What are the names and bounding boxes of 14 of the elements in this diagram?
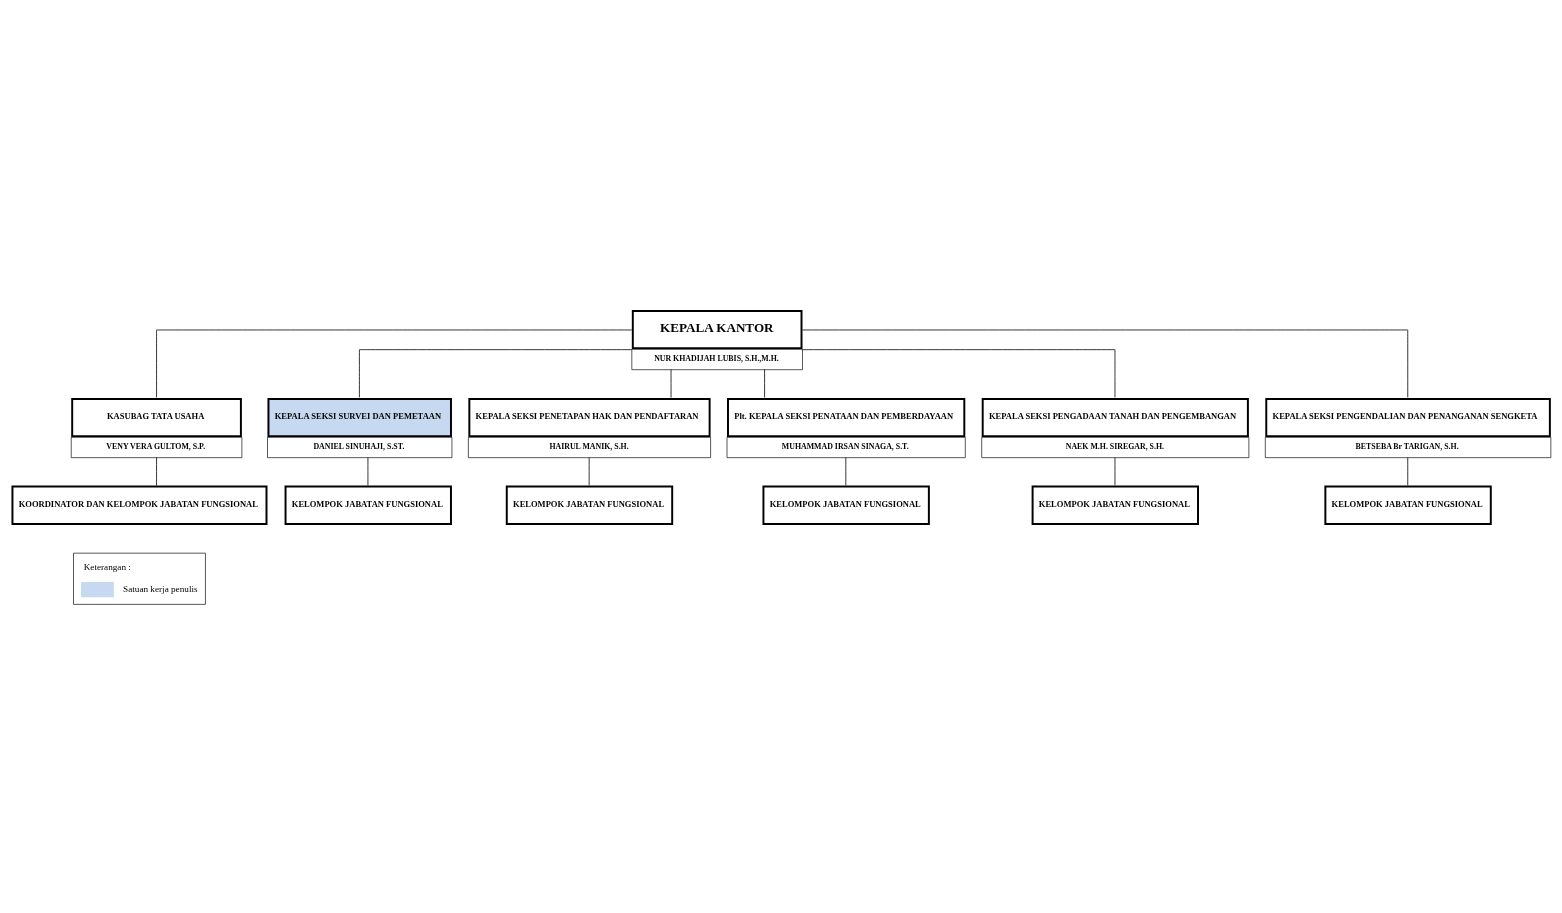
connector [359, 348, 633, 398]
connector [764, 368, 765, 398]
connector [588, 456, 590, 486]
connector [670, 368, 672, 398]
connector [1114, 456, 1116, 486]
connector [802, 348, 1116, 398]
connector [156, 329, 633, 398]
legend-label: Satuan kerja penulis [123, 583, 198, 594]
connector [1407, 456, 1409, 486]
connector [802, 329, 1409, 398]
connector [367, 456, 369, 486]
connector [845, 456, 847, 486]
label: Keterangan : [83, 561, 131, 572]
connector [156, 456, 157, 486]
